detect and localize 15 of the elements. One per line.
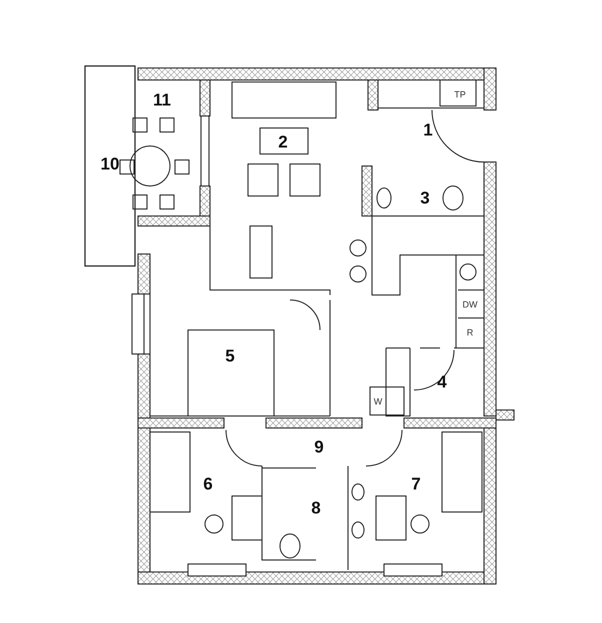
appliance-label: W	[374, 398, 382, 406]
room-number: 1	[423, 122, 433, 138]
room-number: 5	[225, 348, 235, 364]
room-number: 3	[420, 190, 430, 206]
room-number: 8	[311, 500, 321, 516]
room-number: 9	[314, 438, 324, 456]
room-number: 2	[278, 134, 288, 150]
room-number: 11	[153, 92, 171, 108]
room-number: 7	[411, 476, 421, 492]
room-number: 4	[437, 374, 447, 390]
room-number: 6	[203, 476, 213, 492]
appliance-label: TP	[454, 90, 466, 100]
appliance-label: DW	[462, 300, 478, 310]
appliance-label: R	[466, 328, 474, 338]
room-number: 10	[100, 156, 120, 172]
